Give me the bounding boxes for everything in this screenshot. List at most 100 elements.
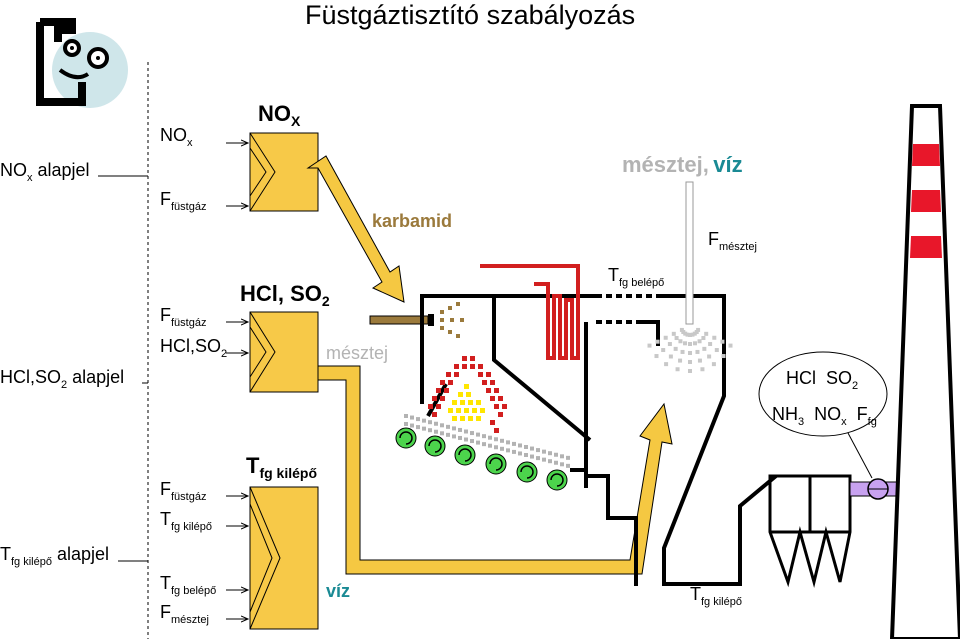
grate-dot	[548, 459, 552, 464]
spray-dot	[688, 360, 692, 364]
controller-hcl-title: HCl, SO2	[240, 281, 330, 309]
spray-dot	[683, 341, 688, 346]
controller-nox-title: NOX	[258, 101, 301, 129]
spray-dot	[704, 331, 709, 336]
spray-dot	[688, 342, 692, 346]
grate-dot	[524, 445, 528, 449]
spray-dot	[692, 341, 697, 346]
spray-dot	[701, 336, 706, 341]
flow-karbamid: karbamid	[372, 211, 453, 231]
grate-roller-icon	[485, 453, 507, 475]
stack	[889, 104, 960, 639]
grate	[404, 414, 570, 468]
grate-dot	[422, 426, 426, 431]
input-nox-ffustgaz: Ffüstgáz	[160, 189, 207, 213]
grate-dot	[470, 439, 474, 444]
grate-dot	[434, 421, 438, 426]
bag-filter	[768, 474, 852, 588]
grate-dot	[428, 428, 432, 433]
spray-dot	[671, 331, 676, 336]
spray-dot	[688, 351, 692, 355]
grate-dot	[410, 415, 414, 420]
spray-dot	[685, 332, 690, 337]
spray-dot	[700, 367, 705, 372]
spray-dot	[692, 331, 697, 336]
grate-rollers	[395, 427, 568, 491]
measure-t-kilepo: Tfg kilépő	[690, 584, 742, 608]
spray-dot	[681, 330, 686, 335]
grate-dot	[506, 440, 510, 445]
grate-dot	[446, 432, 450, 437]
spray-dot	[690, 332, 695, 337]
spray-dot	[678, 358, 683, 363]
spray-dot	[674, 336, 679, 341]
grate-dot	[488, 435, 492, 440]
grate-roller-icon	[424, 435, 446, 457]
grate-dot	[512, 449, 516, 454]
spray-dot	[647, 343, 652, 348]
grate-dot	[422, 418, 426, 423]
spray-dot	[668, 354, 673, 359]
grate-dot	[542, 449, 546, 454]
analyzer-line1: HCl SO2	[786, 368, 859, 392]
grate-dot	[494, 437, 498, 442]
spray-dot	[663, 335, 668, 340]
flame	[428, 356, 507, 433]
fan-icon	[867, 478, 889, 500]
grate-dot	[458, 435, 462, 440]
controller-nox	[249, 132, 319, 212]
logo-face-icon	[36, 18, 128, 108]
setpoint-nox: NOx alapjel	[0, 160, 90, 184]
spray-dot	[675, 367, 680, 372]
spray-dot	[714, 348, 719, 353]
input-tfg-tkilepo: Tfg kilépő	[160, 509, 212, 533]
spray-dot	[720, 339, 725, 344]
grate-dot	[428, 420, 432, 425]
spray-dot	[680, 349, 685, 354]
grate-dot	[440, 431, 444, 436]
grate-dot	[482, 442, 486, 447]
grate-dot	[500, 438, 504, 443]
spray-dot	[688, 333, 692, 337]
grate-dot	[500, 446, 504, 451]
spray-dot	[721, 354, 726, 359]
grate-dot	[560, 462, 564, 467]
grate-roller-icon	[395, 427, 417, 449]
grate-dot	[410, 423, 414, 428]
spray-dot	[678, 339, 683, 344]
grate-dot	[416, 417, 420, 422]
flow-viz: víz	[326, 581, 351, 601]
grate-dot	[464, 429, 468, 434]
grate-dot	[476, 432, 480, 437]
grate-dot	[518, 451, 522, 456]
spray-dot	[688, 369, 692, 373]
spray-icon	[647, 181, 733, 373]
grate-dot	[464, 437, 468, 442]
spray-dot	[661, 348, 666, 353]
grate-dot	[512, 441, 516, 446]
analyzer-line2: NH3 NOx Ffg	[772, 404, 877, 428]
analyzer-bubble	[758, 351, 888, 437]
grate-dot	[566, 463, 570, 468]
grate-dot	[476, 440, 480, 445]
spray-dot	[695, 349, 700, 354]
grate-dot	[416, 425, 420, 430]
measure-t-belepo: Tfg belépő	[608, 265, 665, 289]
controller-hcl	[249, 311, 319, 393]
input-nox-nox: NOx	[160, 125, 193, 149]
spray-dot	[728, 343, 733, 348]
spray-dot	[712, 335, 717, 340]
grate-dot	[518, 443, 522, 448]
spray-dot	[679, 327, 684, 332]
grate-dot	[536, 448, 540, 453]
spray-dot	[697, 358, 702, 363]
grate-dot	[404, 422, 408, 426]
input-hcl-hclso2: HCl,SO2	[160, 336, 228, 360]
spray-dot	[711, 362, 716, 367]
spray-dot	[654, 354, 659, 359]
spray-dot	[673, 346, 678, 351]
grate-dot	[494, 445, 498, 450]
spray-dot	[664, 362, 669, 367]
input-tfg-fmesztej: Fmésztej	[160, 602, 209, 626]
